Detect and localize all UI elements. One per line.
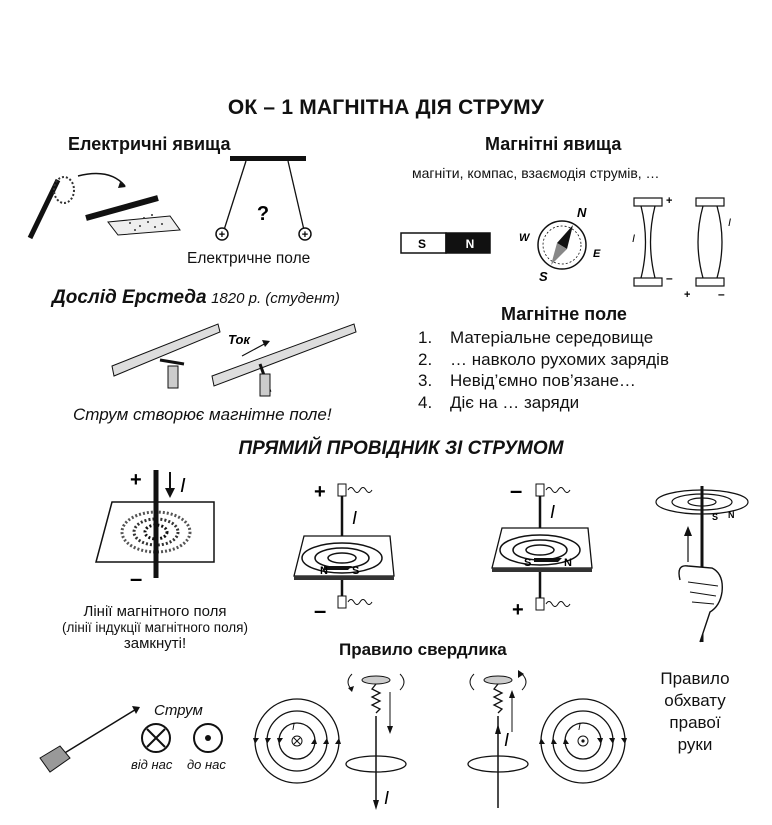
field-circles-away-illustration: I — [253, 698, 341, 784]
compass-e: E — [593, 248, 601, 260]
magnetic-subtitle: магніти, компас, взаємодія струмів, … — [412, 165, 660, 181]
current-toward-icon — [193, 723, 223, 753]
compass-illustration: N S E W — [519, 205, 601, 284]
hand-s: S — [712, 512, 718, 522]
cond2-n: N — [564, 557, 572, 569]
magnetic-heading: Магнітні явища — [485, 134, 622, 154]
caption-line: замкнуті! — [123, 635, 187, 652]
question-mark: ? — [257, 203, 269, 225]
away-label: від нас — [131, 757, 173, 772]
caption-line: правої — [669, 713, 721, 732]
oersted-meta: 1820 р. (студент) — [211, 290, 340, 307]
cond2-plus: + — [512, 599, 524, 621]
cond2-minus: – — [510, 478, 522, 503]
gimlet-up-illustration: I — [467, 670, 529, 808]
electroscope-illustration: + + ? — [215, 156, 312, 241]
cond1-plus: + — [314, 481, 326, 503]
gimlet-down-illustration: I — [345, 673, 407, 810]
hand-n: N — [728, 510, 735, 520]
filings-plus: + — [130, 469, 142, 491]
tok-label: Ток — [228, 332, 251, 347]
oersted-illustration: Ток — [111, 323, 357, 397]
compass-w: W — [519, 232, 531, 244]
cond2-s: S — [524, 557, 531, 569]
current-away-icon — [141, 723, 171, 753]
field-heading: Магнітне поле — [501, 304, 627, 324]
iron-filings-illustration: + I – — [95, 469, 215, 591]
filings-current: I — [180, 475, 186, 497]
cond2-current: I — [550, 502, 555, 522]
compass-n: N — [577, 205, 587, 220]
parallel-currents-illustration: + – I + – I — [632, 195, 731, 301]
current-word: Струм — [154, 702, 203, 719]
right-hand-illustration: S N — [655, 486, 749, 643]
conductor-field-down-illustration: – I S N + — [491, 478, 593, 621]
magnet-n-label: N — [466, 237, 475, 251]
electric-rod-illustration — [27, 172, 181, 240]
list-item: 2.… навколо рухомих зарядів — [418, 349, 669, 369]
filings-minus: – — [130, 566, 142, 591]
field-lines-caption: Лінії магнітного поля (лінії індукції ма… — [30, 603, 280, 652]
toward-circles-i: I — [578, 722, 581, 733]
arrow-illustration — [39, 706, 140, 773]
parallel-i-2: I — [728, 217, 731, 229]
straight-heading: ПРЯМИЙ ПРОВІДНИК ЗІ СТРУМОМ — [238, 438, 564, 459]
toward-label: до нас — [187, 757, 226, 772]
caption-line: (лінії індукції магнітного поля) — [62, 620, 248, 635]
list-item: 1.Матеріальне середовище — [418, 328, 654, 347]
caption-line: Правило — [660, 669, 730, 688]
magnet-s-label: S — [418, 237, 426, 251]
oersted-conclusion: Струм створює магнітне поле! — [73, 405, 332, 424]
bar-magnet-illustration: S N — [400, 232, 491, 254]
electric-field-caption: Електричне поле — [187, 250, 311, 267]
page-title: ОК – 1 МАГНІТНА ДІЯ СТРУМУ — [227, 96, 545, 119]
compass-s: S — [539, 269, 548, 284]
electroscope-plus-right: + — [302, 229, 308, 241]
gimlet-up-i: I — [504, 730, 509, 750]
away-circles-i: I — [292, 722, 295, 733]
cond1-s: S — [352, 565, 359, 577]
cond1-n: N — [320, 565, 328, 577]
caption-line: руки — [677, 735, 713, 754]
electric-heading: Електричні явища — [68, 134, 231, 154]
right-hand-caption: Правило обхвату правої руки — [640, 668, 750, 756]
caption-line: Лінії магнітного поля — [83, 603, 227, 620]
oersted-heading: Дослід Ерстеда — [52, 287, 207, 308]
conductor-field-up-illustration: + I N S – — [293, 481, 395, 623]
cond1-minus: – — [314, 598, 326, 623]
gimlet-down-i: I — [384, 788, 389, 808]
cond1-current: I — [352, 508, 357, 528]
field-circles-toward-illustration: I — [539, 698, 627, 784]
list-item: 3.Невід’ємно пов’язане… — [418, 371, 636, 390]
list-item: 4.Діє на … заряди — [418, 392, 580, 412]
parallel-i-1: I — [632, 233, 635, 245]
caption-line: обхвату — [664, 691, 726, 710]
parallel-plus-1: + — [666, 195, 672, 207]
parallel-plus-2: + — [684, 289, 690, 301]
parallel-minus-1: – — [666, 271, 673, 285]
parallel-minus-2: – — [718, 287, 725, 301]
electroscope-plus-left: + — [219, 229, 225, 241]
gimlet-heading: Правило свердлика — [339, 640, 507, 659]
oersted-heading-row: Дослід Ерстеда 1820 р. (студент) — [52, 287, 340, 309]
field-properties-list: 1.Матеріальне середовище 2.… навколо рух… — [418, 327, 669, 413]
